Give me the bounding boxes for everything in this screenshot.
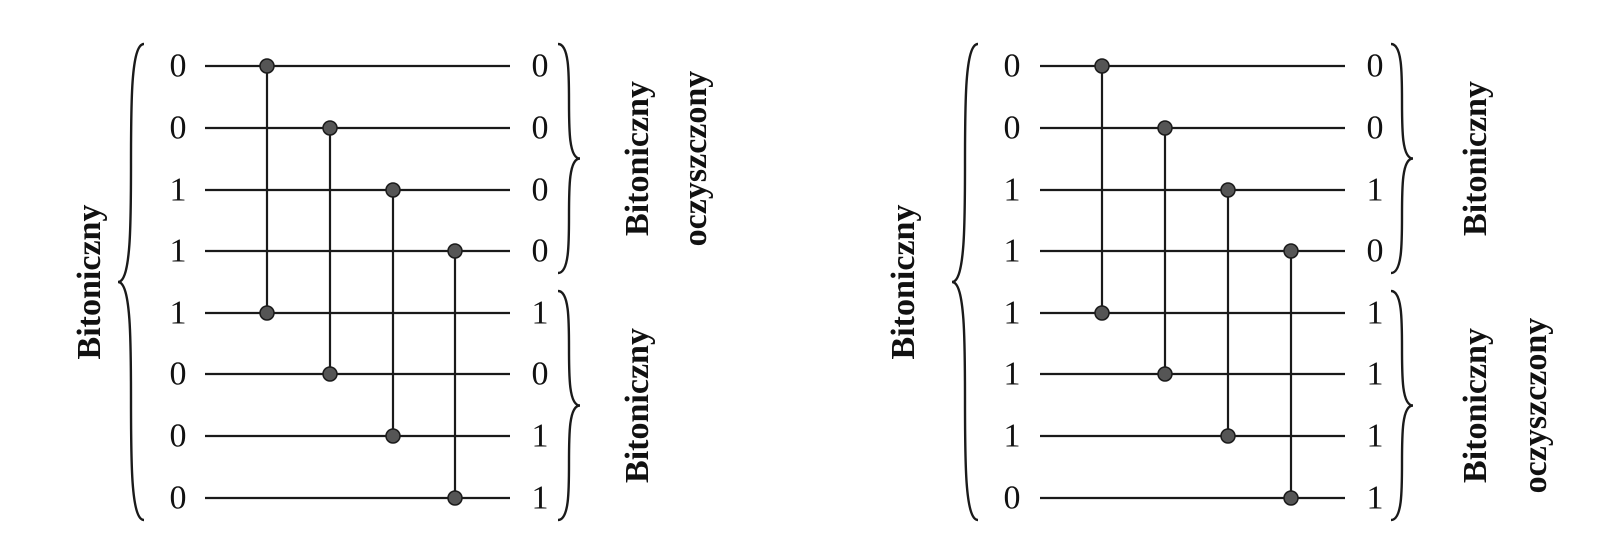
output-value: 0	[1367, 48, 1384, 85]
comparator	[1220, 182, 1236, 444]
output-value: 0	[532, 172, 549, 209]
output-value: 1	[1367, 295, 1384, 332]
bottom-group-brace	[1390, 289, 1414, 522]
top-group-brace	[557, 42, 581, 275]
output-value: 1	[532, 418, 549, 455]
input-value: 0	[170, 48, 187, 85]
comparator-node	[1283, 243, 1299, 259]
input-value: 0	[1004, 110, 1021, 147]
output-value: 1	[1367, 172, 1384, 209]
bottom-group-label: Bitoniczny	[619, 328, 656, 483]
input-brace	[117, 42, 145, 522]
top-group-label: Bitoniczny	[619, 81, 656, 236]
input-value: 0	[170, 110, 187, 147]
input-value: 1	[170, 233, 187, 270]
comparator-node	[447, 490, 463, 506]
input-value: 0	[170, 356, 187, 393]
comparator	[1157, 120, 1173, 382]
comparator-node	[447, 243, 463, 259]
comparator	[447, 243, 463, 506]
input-brace	[951, 42, 979, 522]
comparator	[259, 58, 275, 321]
comparator-node	[1157, 366, 1173, 382]
input-value: 1	[1004, 172, 1021, 209]
input-group-label: Bitoniczny	[885, 205, 922, 360]
output-value: 0	[1367, 110, 1384, 147]
output-value: 1	[1367, 356, 1384, 393]
comparator-node	[322, 120, 338, 136]
input-value: 0	[170, 480, 187, 517]
input-value: 1	[1004, 356, 1021, 393]
input-value: 0	[1004, 480, 1021, 517]
bottom-group-label: oczyszczony	[1517, 318, 1554, 494]
input-value: 1	[1004, 418, 1021, 455]
output-value: 0	[532, 356, 549, 393]
input-value: 1	[1004, 233, 1021, 270]
comparator-node	[385, 182, 401, 198]
comparator	[322, 120, 338, 382]
comparator-node	[1094, 305, 1110, 321]
top-group-label: Bitoniczny	[1457, 81, 1494, 236]
bottom-group-label: Bitoniczny	[1457, 328, 1494, 483]
comparator	[1283, 243, 1299, 506]
comparator	[1094, 58, 1110, 321]
comparator-node	[259, 305, 275, 321]
output-value: 1	[532, 295, 549, 332]
output-value: 0	[532, 48, 549, 85]
output-value: 0	[532, 233, 549, 270]
comparator-node	[1220, 182, 1236, 198]
top-group-brace	[1390, 42, 1414, 275]
output-value: 0	[1367, 233, 1384, 270]
comparator-node	[1157, 120, 1173, 136]
top-group-label: oczyszczony	[677, 71, 714, 247]
input-value: 0	[1004, 48, 1021, 85]
comparator-node	[1220, 428, 1236, 444]
input-value: 0	[170, 418, 187, 455]
comparator	[385, 182, 401, 444]
output-value: 0	[532, 110, 549, 147]
comparator-node	[322, 366, 338, 382]
input-value: 1	[1004, 295, 1021, 332]
input-group-label: Bitoniczny	[71, 205, 108, 360]
output-value: 1	[1367, 418, 1384, 455]
bottom-group-brace	[557, 289, 581, 522]
output-value: 1	[1367, 480, 1384, 517]
output-value: 1	[532, 480, 549, 517]
comparator-node	[1283, 490, 1299, 506]
input-value: 1	[170, 172, 187, 209]
comparator-node	[385, 428, 401, 444]
comparator-node	[259, 58, 275, 74]
input-value: 1	[170, 295, 187, 332]
comparator-node	[1094, 58, 1110, 74]
